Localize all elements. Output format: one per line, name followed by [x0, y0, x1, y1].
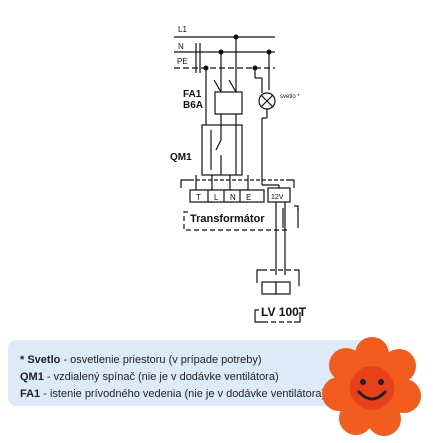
legend-line-qm1: QM1 - vzdialený spínač (nie je v dodávke…	[20, 371, 332, 383]
legend-box	[8, 340, 368, 406]
terminal-12v: 12V	[271, 194, 284, 201]
b6a-label: B6A	[183, 100, 203, 111]
legend-text: - osvetlenie priestoru (v prípade potreb…	[60, 354, 262, 366]
smiley-flower-icon	[322, 337, 421, 436]
secondary-wires	[275, 202, 286, 275]
terminal-block	[180, 175, 295, 203]
qm1-label: QM1	[170, 152, 192, 163]
lamp-icon	[258, 92, 276, 119]
legend-term: QM1	[20, 371, 44, 383]
terminal-t: T	[196, 193, 201, 202]
svetlo-label: svetlo *	[280, 94, 300, 100]
lv100t-label: LV 100T	[261, 305, 307, 319]
transformator-label: Transformátor	[190, 213, 265, 225]
legend-text: - istenie prívodného vedenia (nie je v d…	[40, 388, 326, 400]
breaker-fa1	[213, 79, 243, 125]
legend-line-fa1: FA1 - istenie prívodného vedenia (nie je…	[20, 388, 332, 400]
line-label-l1: L1	[178, 25, 187, 34]
terminal-e: E	[246, 193, 251, 202]
terminal-l: L	[214, 193, 219, 202]
lv100t-device	[254, 269, 301, 323]
legend-term: FA1	[20, 388, 41, 400]
transformer-bracket	[183, 205, 299, 231]
switch-qm1	[201, 80, 263, 176]
bus-lines	[174, 36, 275, 73]
legend-text: - vzdialený spínač (nie je v dodávke ven…	[43, 371, 279, 383]
legend-line-svetlo: * Svetlo - osvetlenie priestoru (v prípa…	[20, 354, 332, 366]
terminal-n: N	[230, 193, 236, 202]
line-label-pe: PE	[177, 57, 188, 66]
legend-term: * Svetlo	[20, 354, 61, 366]
line-label-n: N	[178, 42, 184, 51]
wires	[205, 37, 270, 93]
fa1-label: FA1	[183, 89, 202, 100]
